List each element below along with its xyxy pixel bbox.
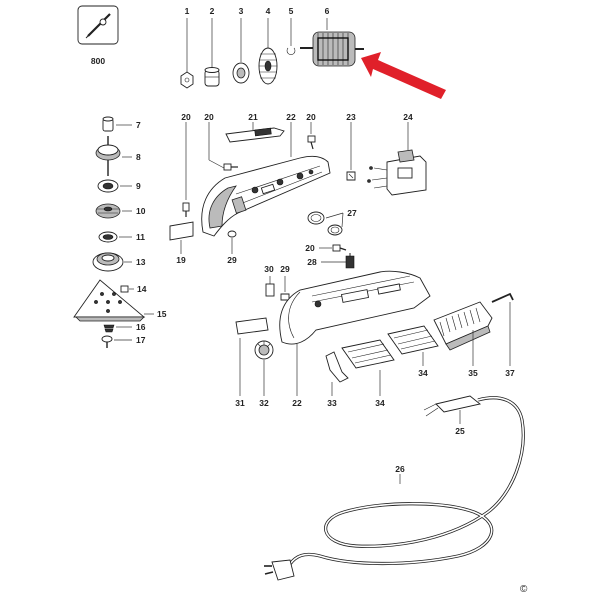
part-25-cord-sleeve [423,395,482,424]
label-13: 13 [136,257,146,267]
part-4-fan [258,18,278,85]
part-21-strip [225,122,285,143]
label-10: 10 [136,206,146,216]
kit-800-label: 800 [91,56,105,66]
label-5: 5 [289,6,294,16]
label-20-c: 20 [306,112,316,122]
label-7: 7 [136,120,141,130]
part-7-cap [102,116,132,132]
label-35: 35 [468,368,478,378]
copyright-mark: © [520,584,528,595]
part-24-switch [367,122,427,196]
part-19-plate [169,221,194,254]
label-30: 30 [264,264,274,274]
label-22-a: 22 [286,112,296,122]
label-24: 24 [403,112,413,122]
label-11: 11 [136,232,145,242]
part-29-pin-upper [227,230,237,254]
part-14-clip [120,285,134,293]
kit-800: 800 [77,5,119,66]
label-1: 1 [185,6,190,16]
label-8: 8 [136,152,141,162]
label-17: 17 [136,335,146,345]
label-20-a: 20 [181,112,191,122]
label-28: 28 [307,257,317,267]
label-15: 15 [157,309,167,319]
part-9-bearing [97,179,132,193]
part-29-pin-lower [280,276,290,301]
part-15-sanding-pad [73,279,154,322]
label-2: 2 [210,6,215,16]
part-10-gear [95,203,132,219]
label-20-d: 20 [305,243,315,253]
label-29-b: 29 [280,264,290,274]
part-37-hex-key [491,292,514,366]
label-6: 6 [325,6,330,16]
label-4: 4 [266,6,271,16]
highlight-arrow [361,52,446,99]
part-33-latch [325,351,349,396]
part-labels: 1 2 3 4 5 6 7 8 9 10 11 13 14 15 16 17 1… [136,6,515,474]
part-6-armature [300,18,364,67]
part-20-screw-b [307,122,316,150]
part-34-grille-b [387,325,439,366]
label-23: 23 [346,112,356,122]
part-20-screw-c [319,244,347,252]
part-34-grille-a [341,339,395,396]
part-20-screw-left [182,122,190,217]
part-16-washer [103,324,132,333]
label-26: 26 [395,464,405,474]
part-28-terminal [321,253,355,269]
part-22-housing-half-lower [279,270,431,396]
label-22-b: 22 [292,398,302,408]
label-16: 16 [136,322,146,332]
label-33: 33 [327,398,337,408]
part-22-housing-half [201,122,331,237]
label-29-a: 29 [227,255,237,265]
part-27-rings [307,211,344,236]
label-34-a: 34 [375,398,385,408]
label-34-b: 34 [418,368,428,378]
label-19: 19 [176,255,186,265]
part-26-power-cord [264,396,525,581]
part-20-screw-a [208,122,238,171]
label-3: 3 [239,6,244,16]
part-30-piece [265,276,275,297]
label-21: 21 [248,112,258,122]
part-35-vent-cover [433,301,493,366]
part-31-tube [235,317,269,396]
part-13-housing [92,252,132,272]
part-23-clip [346,122,356,181]
label-27: 27 [347,208,357,218]
part-3-bearing [232,18,250,84]
label-32: 32 [259,398,269,408]
label-9: 9 [136,181,141,191]
label-14: 14 [137,284,147,294]
part-11-ring [98,231,132,243]
part-2-bushing [204,18,220,87]
label-37: 37 [505,368,515,378]
part-1-nut [180,18,194,89]
label-20-b: 20 [204,112,214,122]
label-25: 25 [455,426,465,436]
label-31: 31 [235,398,245,408]
part-32-collar [254,340,274,396]
part-5-ring [286,18,296,55]
part-8-spindle [95,136,132,176]
part-17-screw [101,335,132,348]
